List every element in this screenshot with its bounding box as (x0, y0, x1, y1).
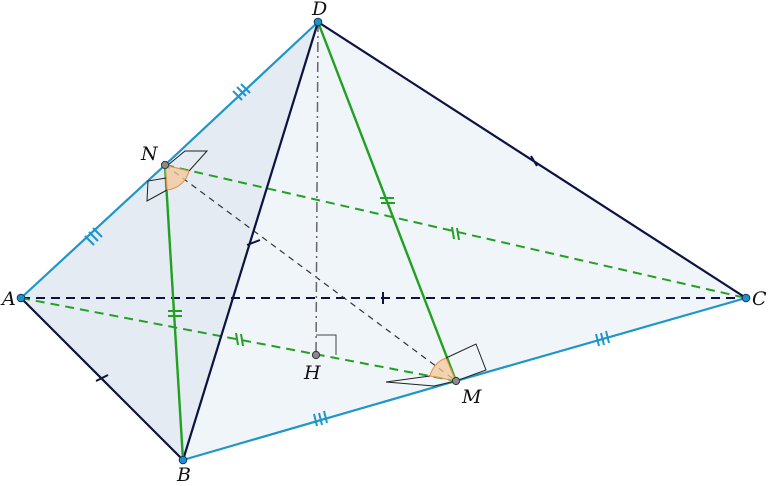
edge-bd (181, 21, 320, 461)
label-h: H (303, 362, 321, 384)
label-a: A (0, 288, 16, 310)
point-b (178, 455, 188, 465)
face-bcd (183, 22, 746, 460)
label-d: D (311, 0, 327, 20)
edge-an (20, 164, 166, 299)
right-angle-plane-n (167, 150, 209, 172)
point-m (451, 376, 461, 386)
right-angle-plane-m-2 (385, 375, 457, 387)
right-angle-h (316, 334, 337, 355)
label-n: N (140, 143, 159, 165)
edge-dc (317, 21, 747, 299)
altitude-dh (315, 21, 319, 356)
median-dm (316, 21, 458, 382)
tick-marks-single (95, 155, 538, 382)
point-h (311, 350, 321, 360)
segment-nc-dashed (164, 164, 747, 299)
point-n (160, 160, 170, 170)
edge-nd (164, 21, 319, 166)
tick-marks-triple (84, 83, 610, 427)
label-m: M (461, 386, 482, 408)
edge-bm (182, 379, 457, 462)
point-a (16, 293, 26, 303)
edge-mc (455, 296, 747, 383)
point-d (313, 17, 323, 27)
angle-arc-m (429, 357, 457, 382)
angle-arc-n (164, 164, 190, 191)
right-angle-plane-m (445, 343, 487, 382)
point-c (741, 293, 751, 303)
segment-nm-dashed (164, 164, 457, 382)
label-c: C (752, 288, 767, 310)
tick-marks-double (168, 197, 460, 347)
label-b: B (176, 464, 191, 486)
median-bn (163, 164, 185, 461)
right-angle-plane-n-2 (146, 177, 168, 202)
